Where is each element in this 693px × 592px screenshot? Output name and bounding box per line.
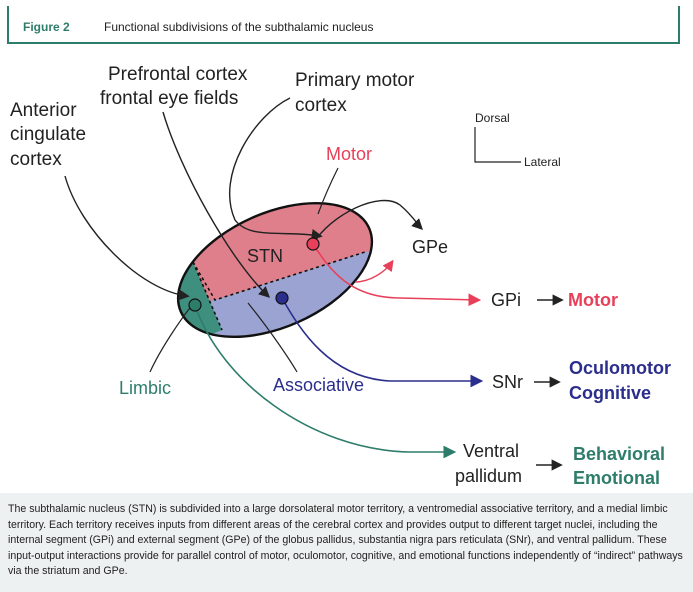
associative-label: Associative xyxy=(273,375,364,395)
ventral-label-1: Ventral xyxy=(463,441,519,461)
gpe-label: GPe xyxy=(412,237,448,257)
figure-header: Figure 2 Functional subdivisions of the … xyxy=(7,6,680,44)
lateral-label: Lateral xyxy=(524,155,561,169)
prefrontal-input-arrow xyxy=(162,111,271,298)
anterior-label-2: cingulate xyxy=(10,124,86,145)
limbic-output-arrow xyxy=(194,304,457,459)
figure-caption: The subthalamic nucleus (STN) is subdivi… xyxy=(0,493,693,592)
associative-output-arrow xyxy=(281,297,484,388)
stn-label: STN xyxy=(247,246,283,266)
primary-motor-label-1: Primary motor xyxy=(295,70,415,91)
orientation-axes xyxy=(474,127,521,163)
ventral-function-label-1: Behavioral xyxy=(573,444,665,464)
gpe-output-arrow xyxy=(312,199,423,245)
prefrontal-label-1: Prefrontal cortex xyxy=(108,64,248,85)
ventral-function-label-2: Emotional xyxy=(573,468,660,488)
gpi-label: GPi xyxy=(491,290,521,310)
figure-title: Functional subdivisions of the subthalam… xyxy=(104,20,374,34)
limbic-node xyxy=(188,298,202,312)
cingulate-input-arrow xyxy=(64,175,190,301)
limbic-label: Limbic xyxy=(119,378,171,398)
primary-motor-label-2: cortex xyxy=(295,95,347,116)
snr-label: SNr xyxy=(492,372,523,392)
anterior-label-1: Anterior xyxy=(10,100,77,121)
stn-outline xyxy=(176,201,374,339)
snr-function-label-2: Cognitive xyxy=(569,383,651,403)
motor-pointer xyxy=(317,167,339,215)
territory-divider xyxy=(192,251,366,301)
associative-pointer xyxy=(247,302,298,373)
motor-cortex-input-arrow xyxy=(229,97,323,241)
snr-function-label-1: Oculomotor xyxy=(569,358,671,378)
ventral-label-2: pallidum xyxy=(455,466,522,486)
limbic-pointer xyxy=(149,303,194,373)
figure-label: Figure 2 xyxy=(23,20,70,34)
motor-output-arrow xyxy=(312,243,482,307)
anterior-label-3: cortex xyxy=(10,149,62,170)
motor-node xyxy=(306,237,320,251)
stn-diagram: Dorsal Lateral Prefrontal cortex frontal… xyxy=(10,64,671,488)
gpe-red-arrow xyxy=(354,259,394,283)
dorsal-label: Dorsal xyxy=(475,111,510,125)
prefrontal-label-2: frontal eye fields xyxy=(100,88,238,109)
motor-territory-label: Motor xyxy=(326,144,372,164)
gpi-function-label: Motor xyxy=(568,290,618,310)
associative-node xyxy=(275,291,289,305)
limbic-divider xyxy=(192,261,223,331)
